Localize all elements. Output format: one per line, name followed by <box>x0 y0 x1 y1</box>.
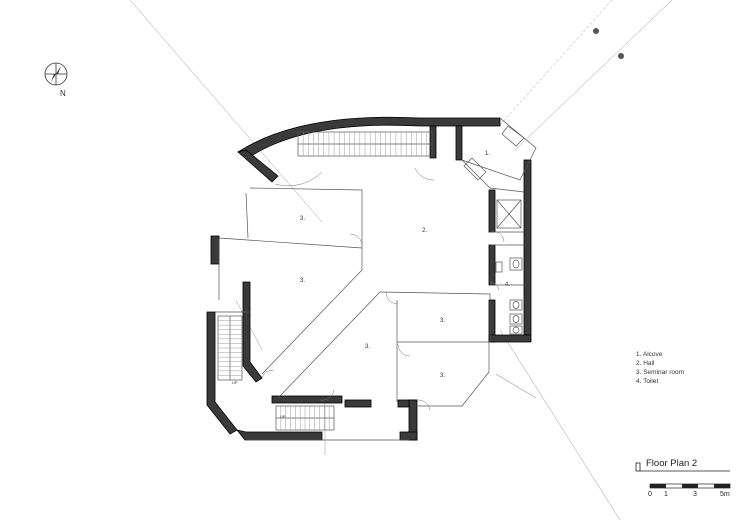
scale-tick-label: 1 <box>664 491 668 498</box>
room-label-seminar: 3. <box>300 278 305 284</box>
room-label-seminar: 3. <box>300 216 305 222</box>
interior-partitions <box>215 159 525 441</box>
room-label-seminar: 3. <box>365 344 370 350</box>
room-label-seminar: 3. <box>440 318 445 324</box>
room-label-alcove: 1. <box>485 151 490 157</box>
door-swings <box>261 167 537 411</box>
stair-up-label: UP <box>232 380 238 385</box>
survey-point <box>593 28 599 34</box>
scale-bar <box>649 483 731 489</box>
stair-treads <box>280 406 330 430</box>
alcove-canopy <box>461 117 537 181</box>
title-marker <box>635 462 730 472</box>
room-label-seminar: 3. <box>440 373 445 379</box>
survey-point <box>618 53 624 59</box>
room-label-toilet: 4. <box>505 282 510 288</box>
legend-item: 1. Alcove <box>636 351 663 358</box>
stair-treads <box>302 132 428 156</box>
stair-treads <box>218 320 242 376</box>
room-labels: 1. 2. 3. 3. 3. 3. 3. 4. <box>300 151 510 379</box>
site-guide-lines <box>129 0 673 521</box>
elevator-shaft <box>496 199 522 229</box>
scale-tick-label: 5m <box>720 491 730 498</box>
scale-tick-label: 3 <box>693 491 697 498</box>
drawing-title: Floor Plan 2 <box>646 458 698 469</box>
legend: 1. Alcove 2. Hall 3. Seminar room 4. Toi… <box>636 350 684 386</box>
compass-icon <box>44 62 68 86</box>
room-label-hall: 2. <box>422 228 427 234</box>
legend-item: 4. Toilet <box>636 378 659 385</box>
legend-item: 3. Seminar room <box>636 369 685 376</box>
exterior-walls <box>206 116 532 441</box>
stair-up-label: UP <box>280 414 286 419</box>
scale-tick-label: 0 <box>648 491 652 498</box>
legend-item: 2. Hall <box>636 360 655 367</box>
compass-label: N <box>60 89 66 98</box>
toilet-stalls <box>495 257 523 335</box>
